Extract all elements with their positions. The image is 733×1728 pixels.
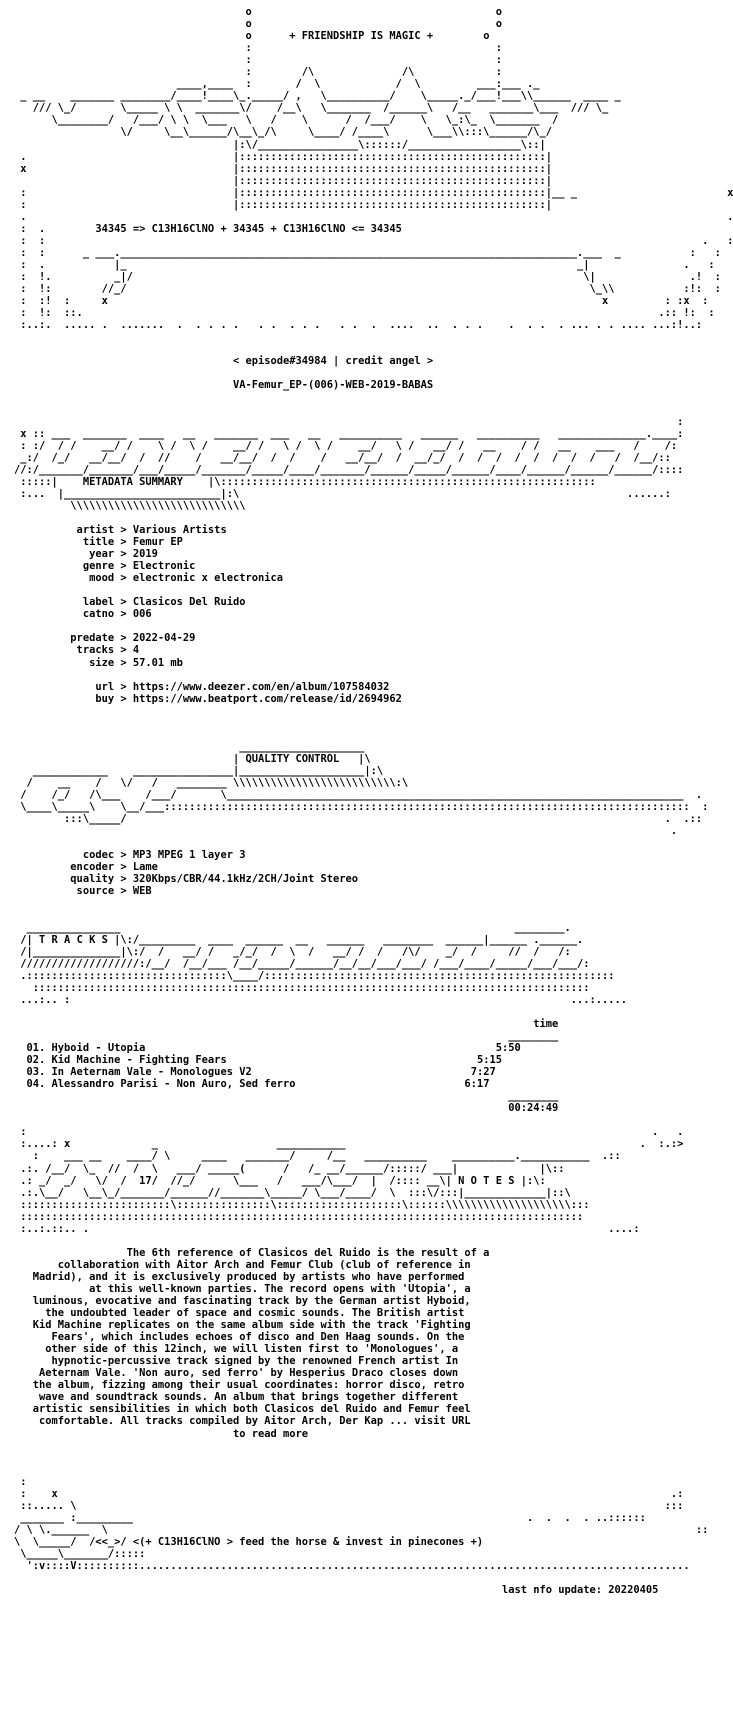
notes-line-4: at this well-known parties. The record o… [89,1282,471,1295]
notes-line-6: the undoubted leader of space and cosmic… [45,1307,465,1320]
quality-encoder: Lame [132,861,158,874]
notes-line-2: collaboration with Aitor Arch and Femur … [57,1258,471,1271]
meta-year: 2019 [132,548,158,561]
time-header: time [533,1017,559,1030]
notes-line-1: The 6th reference of Clasicos del Ruido … [126,1246,490,1259]
track-3-time: 7:27 [470,1066,496,1079]
quality-title: QUALITY CONTROL [245,752,340,765]
last-update: last nfo update: 20220405 [501,1584,659,1597]
notes-line-3: Madrid), and it is exclusively produced … [32,1270,465,1283]
notes-line-7: Kid Machine replicates on the same album… [32,1319,471,1332]
meta-artist: Various Artists [132,524,227,537]
total-time: 00:24:49 [508,1102,559,1115]
footer-line: <(+ C13H16ClNO > feed the horse & invest… [132,1535,484,1548]
notes-line-12: the album, fizzing among their usual coo… [32,1379,465,1392]
metadata-title: METADATA SUMMARY [82,475,183,488]
track-4: 04. Alessandro Parisi - Non Auro, Sed fe… [26,1078,296,1091]
nfo-text: o o o o o + FRIENDSHIP IS MAGIC + o [14,6,733,1597]
quality-quality: 320Kbps/CBR/44.1kHz/2CH/Joint Stereo [132,873,359,886]
track-1: 01. Hyboid - Utopia [26,1042,146,1055]
track-1-time: 5:50 [495,1042,521,1055]
meta-label: Clasicos Del Ruido [132,596,246,609]
header-line: + FRIENDSHIP IS MAGIC + [289,30,434,43]
meta-size: 57.01 mb [132,656,183,669]
tracks-title: T R A C K S [39,933,108,946]
meta-genre: Electronic [132,560,196,573]
meta-mood: electronic x electronica [132,572,283,585]
meta-predate: 2022-04-29 [132,632,196,645]
track-2: 02. Kid Machine - Fighting Fears [26,1054,227,1067]
track-3: 03. In Aeternam Vale - Monologues V2 [26,1066,252,1079]
episode-line: < episode#34984 | credit angel > [232,355,434,368]
notes-line-16: to read more [232,1427,309,1440]
track-2-time: 5:15 [476,1054,502,1067]
notes-line-8: Fears', which includes echoes of disco a… [51,1331,465,1344]
notes-line-5: luminous, evocative and fascinating trac… [32,1295,471,1308]
quality-codec: MP3 MPEG 1 layer 3 [132,849,246,862]
meta-title: Femur EP [132,536,183,549]
meta-catno: 006 [132,608,152,621]
track-4-time: 6:17 [464,1078,490,1091]
quality-source: WEB [132,885,152,898]
notes-line-15: comfortable. All tracks compiled by Aito… [39,1415,471,1428]
reaction-line: 34345 => C13H16ClNO + 34345 + C13H16ClNO… [95,222,402,235]
notes-line-11: Aeternam Vale. 'Non auro, sed ferro' by … [39,1367,459,1380]
notes-line-13: wave and soundtrack sounds. An album tha… [39,1391,459,1404]
notes-line-14: artistic sensibilities in which both Cla… [32,1403,471,1416]
notes-line-9: other side of this 12inch, we will liste… [45,1343,459,1356]
notes-line-10: hypnotic-percussive track signed by the … [51,1355,459,1368]
meta-buy[interactable]: https://www.beatport.com/release/id/2694… [132,692,402,705]
meta-tracks: 4 [132,644,140,657]
release-name: VA-Femur_EP-(006)-WEB-2019-BABAS [232,379,434,392]
notes-title: N O T E S [458,1174,515,1187]
meta-url[interactable]: https://www.deezer.com/en/album/10758403… [132,680,390,693]
